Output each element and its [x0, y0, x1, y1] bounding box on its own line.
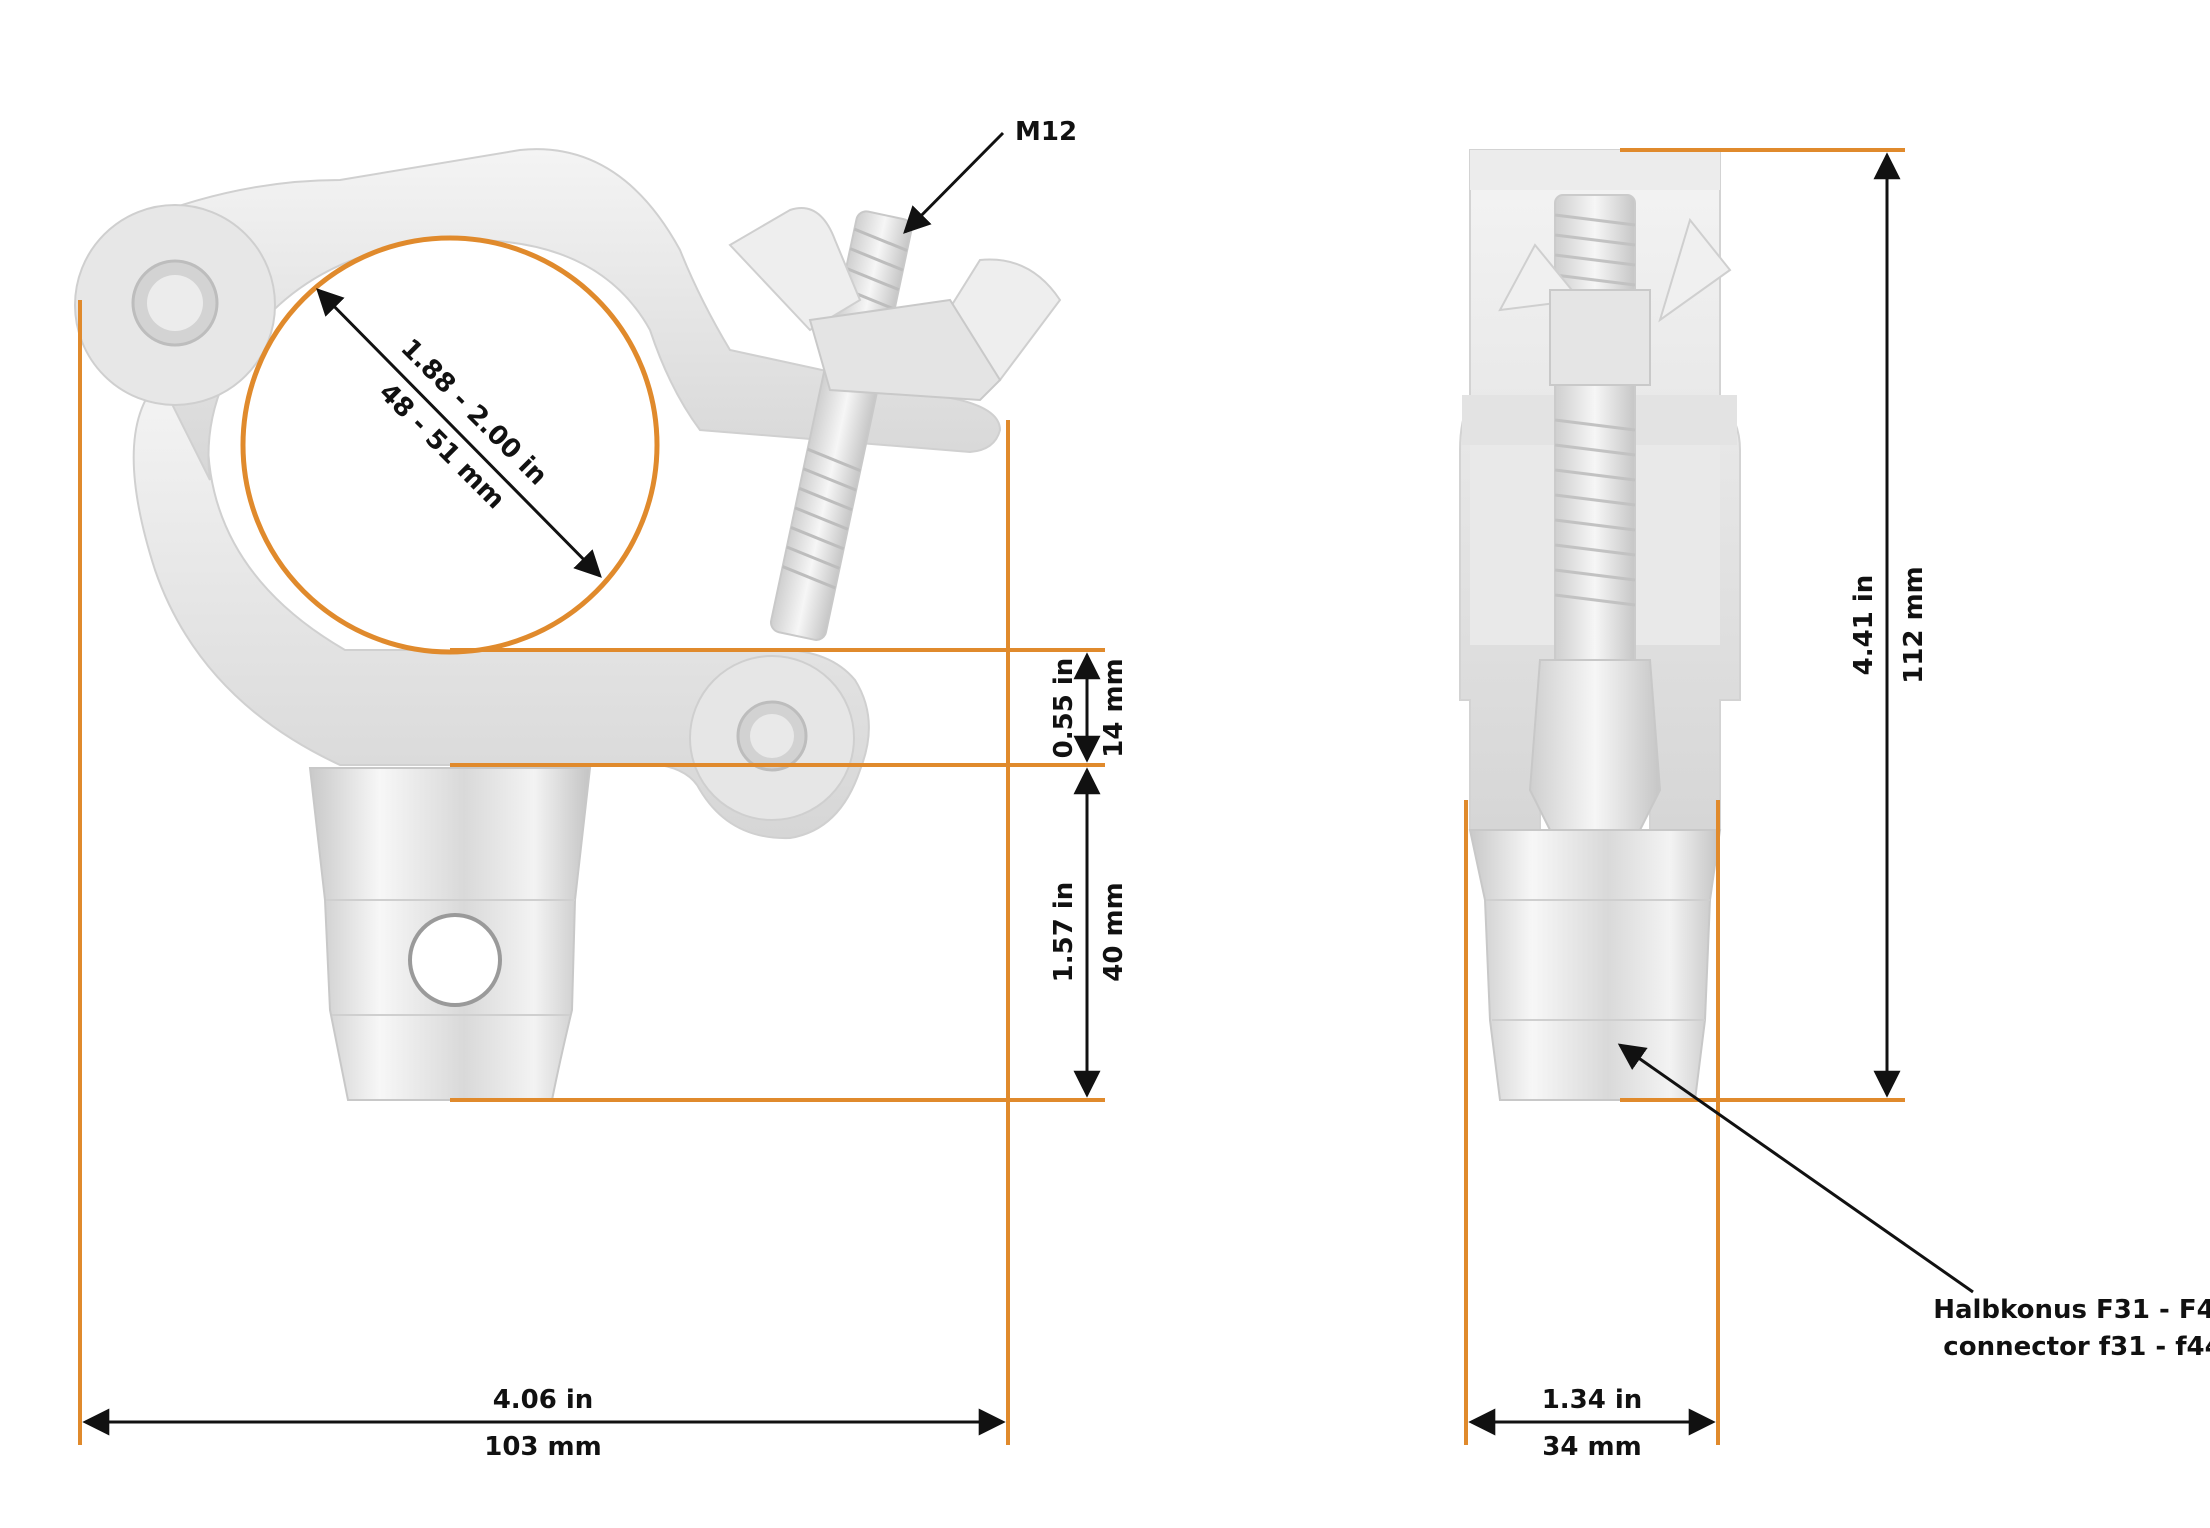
cone-mm-label: 40 mm	[1099, 882, 1129, 981]
tube-diameter-arrow	[316, 288, 602, 578]
front-bolt-threads	[1554, 213, 1636, 607]
depth-in-label: 1.34 in	[1542, 1385, 1643, 1415]
front-lower-barrel	[1528, 659, 1662, 831]
clamp-front-view	[1459, 149, 1741, 1101]
height-mm-label: 112 mm	[1899, 566, 1929, 684]
wing-nut	[728, 207, 1062, 402]
thread-leader-arrow	[903, 131, 1005, 234]
dimension-arrows	[82, 131, 1974, 1436]
gap-mm-label: 14 mm	[1099, 658, 1129, 757]
height-in-label: 4.41 in	[1849, 575, 1879, 676]
connector-label-line2: connector f31 - f44	[1943, 1332, 2210, 1362]
front-half-cone	[1468, 829, 1722, 1101]
gap-in-label: 0.55 in	[1049, 658, 1079, 759]
clamp-lower-jaw	[132, 378, 870, 840]
clamp-side-view	[74, 148, 1062, 1101]
width-mm-label: 103 mm	[484, 1432, 602, 1462]
thread-label: M12	[1015, 117, 1077, 147]
connector-hole	[408, 913, 502, 1007]
dimension-extension-lines	[78, 148, 1905, 1445]
lower-pivot-pin-face	[750, 714, 794, 758]
connector-label-line1: Halbkonus F31 - F44	[1933, 1295, 2210, 1325]
front-wing-nut	[1498, 217, 1732, 386]
upper-pivot-pin-face	[147, 275, 203, 331]
front-top-band	[1470, 150, 1720, 190]
connector-leader-arrow	[1617, 1043, 1974, 1294]
clamp-upper-jaw	[87, 148, 1002, 481]
cone-in-label: 1.57 in	[1049, 882, 1079, 983]
depth-mm-label: 34 mm	[1542, 1432, 1641, 1462]
width-in-label: 4.06 in	[493, 1385, 594, 1415]
